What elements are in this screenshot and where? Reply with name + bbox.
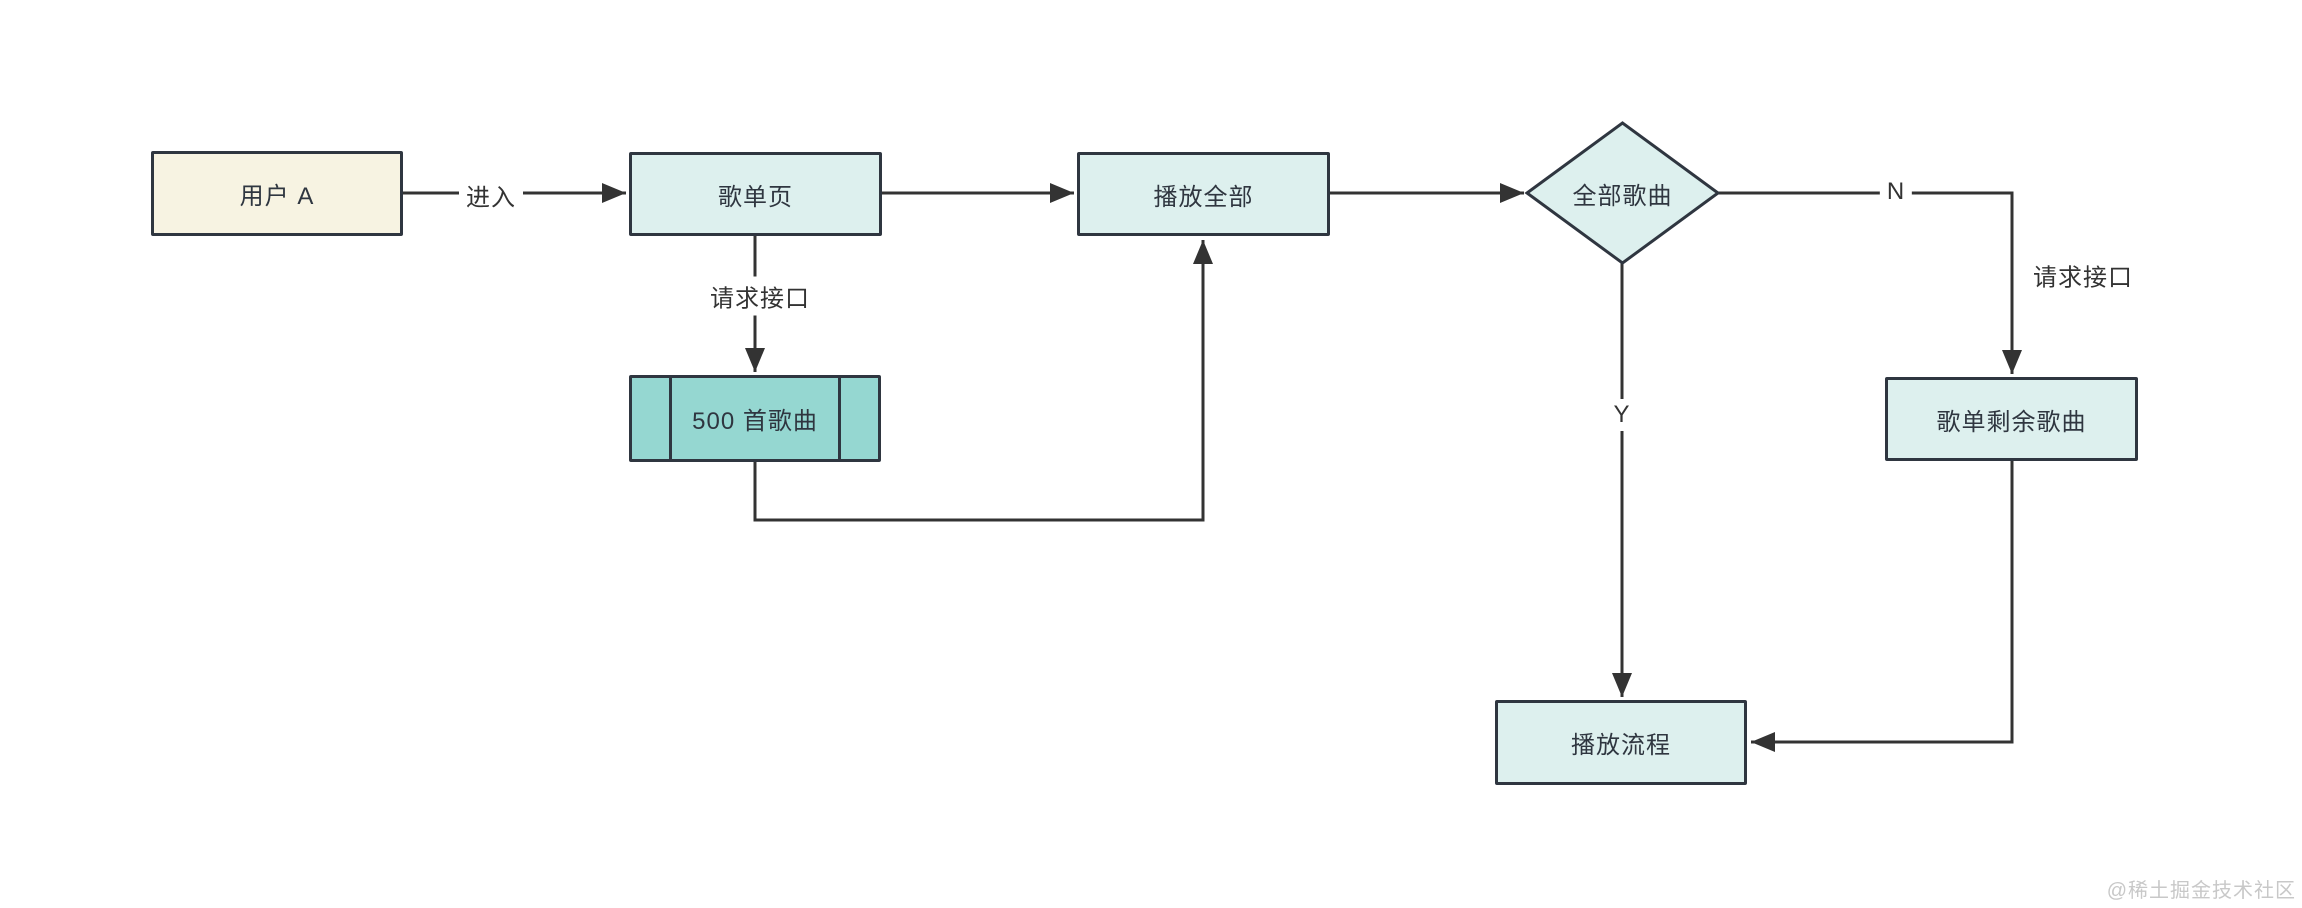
node-play-flow-label: 播放流程 — [1571, 732, 1671, 759]
node-play-all: 播放全部 — [1077, 152, 1330, 236]
node-remaining-songs: 歌单剩余歌曲 — [1885, 377, 2138, 461]
edge-label-enter: 进入 — [459, 175, 523, 215]
node-user-a-label: 用户 A — [239, 183, 315, 210]
node-play-all-label: 播放全部 — [1153, 183, 1254, 211]
node-500-songs: 500 首歌曲 — [629, 375, 881, 462]
node-playlist-page: 歌单页 — [629, 152, 882, 236]
edge-label-request-api-right: 请求接口 — [2026, 255, 2140, 295]
node-remaining-songs-label: 歌单剩余歌曲 — [1936, 408, 2087, 436]
node-user-a: 用户 A — [151, 151, 403, 236]
node-all-songs-label: 全部歌曲 — [1572, 182, 1673, 210]
node-play-flow: 播放流程 — [1495, 700, 1747, 785]
node-500-songs-label: 500 首歌曲 — [692, 408, 818, 435]
edge-label-request-api-left: 请求接口 — [703, 276, 817, 316]
node-playlist-page-label: 歌单页 — [718, 183, 793, 211]
watermark-text: @稀土掘金技术社区 — [2106, 880, 2296, 902]
edge-decision-no-to-remaining — [1718, 191, 2022, 374]
subroutine-bar-right — [838, 378, 841, 459]
subroutine-bar-left — [669, 378, 672, 459]
edge-label-yes: Y — [1606, 399, 1638, 431]
edge-remaining-to-playflow — [1751, 461, 2014, 752]
node-all-songs-decision: 全部歌曲 — [1527, 123, 1718, 263]
edge-label-no: N — [1879, 176, 1913, 208]
